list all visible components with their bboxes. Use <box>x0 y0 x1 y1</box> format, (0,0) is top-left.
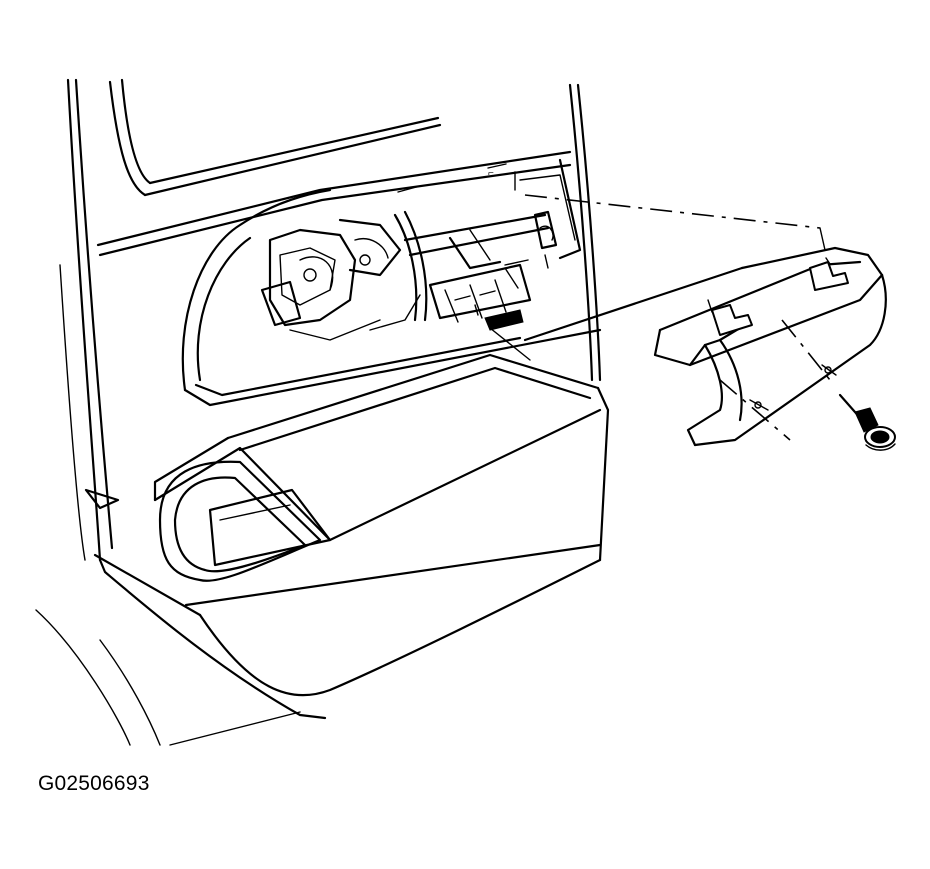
screw <box>838 393 896 451</box>
figure-id-label: G02506693 <box>38 772 150 795</box>
switch-bezel <box>523 246 887 447</box>
door-frame <box>35 78 602 746</box>
door-pull-handle <box>158 460 332 582</box>
access-opening <box>181 188 602 407</box>
linkage-rods <box>393 210 558 322</box>
svg-text:⌐: ⌐ <box>488 168 494 179</box>
leader-lines <box>524 194 831 441</box>
inner-panel: ⌐ <box>96 150 582 260</box>
trim-panel <box>93 353 610 720</box>
latch-mechanism <box>260 218 421 341</box>
switch-connectors <box>428 254 549 361</box>
